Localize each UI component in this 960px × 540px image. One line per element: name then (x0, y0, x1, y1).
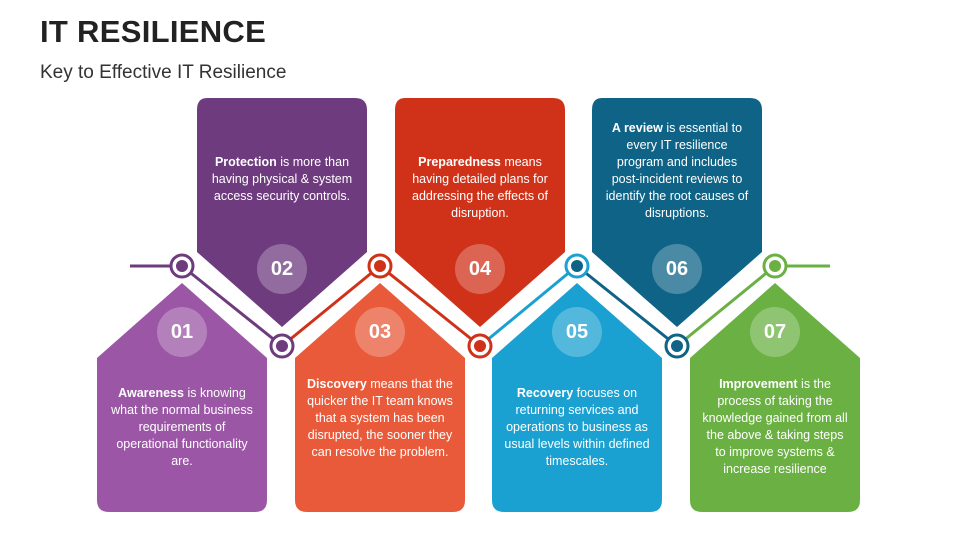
step-03-text: means that the quicker the IT team knows… (307, 377, 453, 459)
step-03-shape (295, 283, 465, 512)
step-02-text: is more than having physical & system ac… (211, 155, 353, 203)
step-07-number: 07 (750, 307, 800, 357)
step-06-term: A review (611, 121, 663, 135)
step-06-number: 06 (652, 244, 702, 294)
node-circle-1 (169, 253, 195, 279)
node-circle-2 (269, 333, 295, 359)
step-04-term: Preparedness (418, 155, 501, 169)
step-02-description: Protection is more than having physical … (207, 154, 357, 205)
page-title: IT RESILIENCE (40, 14, 267, 49)
step-07-term: Improvement (719, 377, 798, 391)
step-05-shape (492, 283, 662, 512)
step-04-text: means having detailed plans for addressi… (412, 155, 548, 220)
step-01-text: is knowing what the normal business requ… (111, 386, 253, 468)
connector-line-1 (181, 264, 283, 348)
step-04-description: Preparedness means having detailed plans… (405, 154, 555, 222)
step-02-shape (197, 98, 367, 327)
node-circle-3 (367, 253, 393, 279)
step-05-description: Recovery focuses on returning services a… (502, 385, 652, 470)
step-05-term: Recovery (516, 386, 574, 400)
step-01-shape (97, 283, 267, 512)
step-07-description: Improvement is the process of taking the… (700, 376, 850, 478)
step-01-number: 01 (157, 307, 207, 357)
step-06-text: is essential to every IT resilience prog… (605, 121, 749, 220)
step-02-term: Protection (214, 155, 277, 169)
step-06-shape (592, 98, 762, 327)
step-05-number: 05 (552, 307, 602, 357)
step-03-term: Discovery (307, 377, 367, 391)
step-05-text: focuses on returning services and operat… (504, 386, 650, 468)
step-04-number: 04 (455, 244, 505, 294)
step-01-description: Awareness is knowing what the normal bus… (107, 385, 257, 470)
connector-line-4 (479, 264, 578, 348)
step-03-description: Discovery means that the quicker the IT … (305, 376, 455, 461)
step-02-number: 02 (257, 244, 307, 294)
node-circle-4 (467, 333, 493, 359)
page-subtitle: Key to Effective IT Resilience (40, 62, 287, 83)
step-03-number: 03 (355, 307, 405, 357)
connector-line-5 (576, 264, 678, 348)
node-circle-6 (664, 333, 690, 359)
step-04-shape (395, 98, 565, 327)
connector-line-3 (379, 264, 481, 348)
step-01-term: Awareness (118, 386, 184, 400)
node-circle-7 (762, 253, 788, 279)
step-07-shape (690, 283, 860, 512)
connector-line-6 (676, 264, 776, 348)
connector-line-2 (281, 264, 381, 348)
step-06-description: A review is essential to every IT resili… (602, 120, 752, 222)
step-07-text: is the process of taking the knowledge g… (702, 377, 848, 476)
node-circle-5 (564, 253, 590, 279)
